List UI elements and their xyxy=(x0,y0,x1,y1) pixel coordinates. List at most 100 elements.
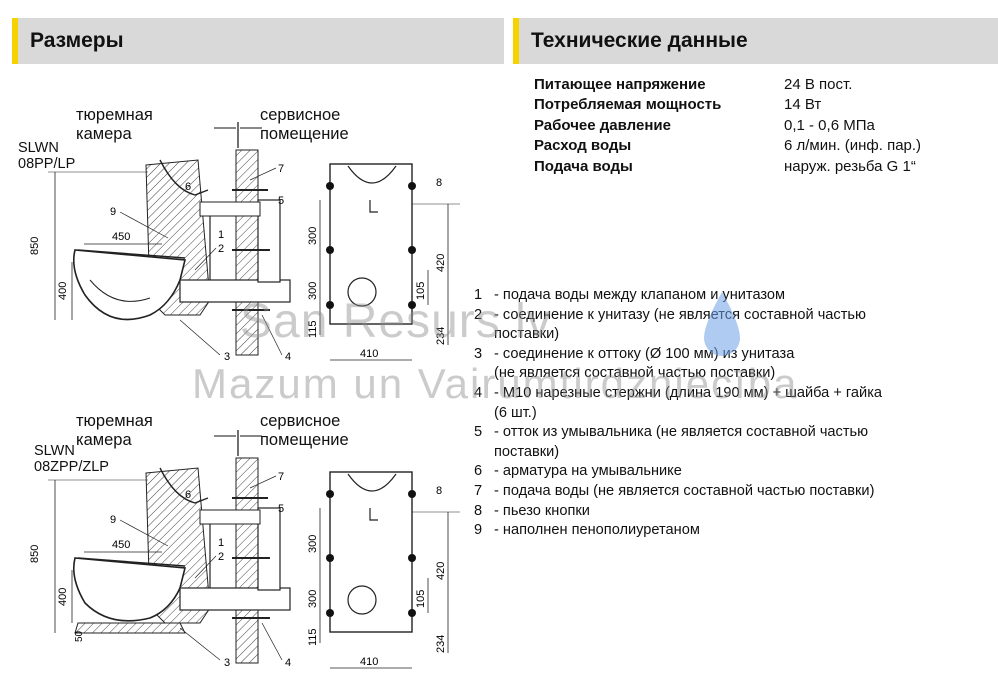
spec-label: Подача воды xyxy=(534,157,633,175)
legend-item: 9 - наполнен пенополиуретаном xyxy=(474,521,882,541)
legend-item: 5 - отток из умывальника (не является сос… xyxy=(474,423,882,462)
spec-value: 0,1 - 0,6 МПа xyxy=(784,116,875,134)
model-label: SLWN 08PP/LP xyxy=(18,140,76,172)
water-drop-icon xyxy=(704,292,740,356)
callout-7: 7 xyxy=(278,163,284,175)
legend-number: 8 xyxy=(474,502,483,519)
callout-6: 6 xyxy=(185,181,191,193)
header-accent-bar xyxy=(513,18,519,64)
technical-data-title: Технические данные xyxy=(531,29,748,52)
legend-number: 1 xyxy=(474,287,483,303)
dim-410: 410 xyxy=(360,656,378,668)
dim-105: 105 xyxy=(415,282,427,300)
callout-4: 4 xyxy=(285,657,291,669)
dim-850: 850 xyxy=(29,237,41,255)
callout-2: 2 xyxy=(218,243,224,255)
spec-label: Потребляемая мощность xyxy=(534,96,722,114)
spec-row: Подача воды наруж. резьба G 1“ xyxy=(534,156,921,177)
dim-420: 420 xyxy=(435,254,447,272)
dim-300-a: 300 xyxy=(307,535,319,553)
callout-9: 9 xyxy=(110,206,116,218)
dim-420: 420 xyxy=(435,562,447,580)
callout-6: 6 xyxy=(185,489,191,501)
callout-1: 1 xyxy=(218,537,224,549)
dim-115: 115 xyxy=(307,320,319,338)
spec-value: наруж. резьба G 1“ xyxy=(784,157,916,175)
callout-4: 4 xyxy=(285,351,291,363)
dim-105: 105 xyxy=(415,590,427,608)
callout-9: 9 xyxy=(110,514,116,526)
legend-item: 6 - арматура на умывальнике xyxy=(474,462,882,482)
dim-450: 450 xyxy=(112,231,130,243)
installation-drawing-side-top: 6 850 400 450 9 1 2 3 4 7 5 xyxy=(29,122,291,363)
spec-row: Рабочее давление 0,1 - 0,6 МПа xyxy=(534,115,921,136)
dim-300-a: 300 xyxy=(307,227,319,245)
callout-2: 2 xyxy=(218,551,224,563)
callout-8: 8 xyxy=(436,485,442,497)
spec-table: Питающее напряжение 24 В пост. Потребляем… xyxy=(534,74,921,177)
legend-item: 7 - подача воды (не является составной ча… xyxy=(474,482,882,502)
callout-5: 5 xyxy=(278,195,284,207)
legend-text: - отток из умывальника (не является сост… xyxy=(494,424,869,460)
legend-item: 8 - пьезо кнопки xyxy=(474,502,882,522)
spec-label: Питающее напряжение xyxy=(534,75,706,93)
legend-text: - наполнен пенополиуретаном xyxy=(494,522,700,539)
dim-300-b: 300 xyxy=(307,282,319,300)
legend-item: 2 - соединение к унитазу (не является сос… xyxy=(474,306,882,345)
spec-label: Рабочее давление xyxy=(534,116,671,134)
installation-drawing-front-bottom: 8 300 300 115 420 105 234 410 xyxy=(307,471,460,669)
legend-number: 2 xyxy=(474,306,483,323)
legend-text: - подача воды (не является составной час… xyxy=(494,482,875,499)
dim-115: 115 xyxy=(307,628,319,646)
legend-item: 3 - соединение к оттоку (Ø 100 мм) из уни… xyxy=(474,345,882,384)
dimensions-title: Размеры xyxy=(30,29,124,52)
callout-8: 8 xyxy=(436,177,442,189)
dim-400: 400 xyxy=(57,282,69,300)
prison-cell-label: тюремная камера xyxy=(76,106,153,143)
legend-number: 9 xyxy=(474,522,483,539)
dim-300-b: 300 xyxy=(307,590,319,608)
dim-410: 410 xyxy=(360,348,378,360)
spec-value: 24 В пост. xyxy=(784,75,853,93)
callout-1: 1 xyxy=(218,229,224,241)
dim-850: 850 xyxy=(29,545,41,563)
legend-text: - подача воды между клапаном и унитазом xyxy=(494,287,786,303)
callout-3: 3 xyxy=(224,351,230,363)
callout-3: 3 xyxy=(224,657,230,669)
legend-text: - арматура на умывальнике xyxy=(494,463,682,480)
dim-400: 400 xyxy=(57,588,69,606)
spec-row: Питающее напряжение 24 В пост. xyxy=(534,74,921,95)
dim-234: 234 xyxy=(435,327,447,345)
legend-text: - соединение к унитазу (не является сост… xyxy=(494,306,866,343)
legend-list: 1 - подача воды между клапаном и унитазом… xyxy=(474,286,882,541)
service-room-label: сервисное помещение xyxy=(260,106,349,143)
legend-text: - пьезо кнопки xyxy=(494,502,590,519)
legend-item: 4 - M10 нарезные стержни (длина 190 мм) +… xyxy=(474,384,882,423)
dimensions-header: Размеры xyxy=(12,18,504,64)
callout-5: 5 xyxy=(278,503,284,515)
model-label: SLWN 08ZPP/ZLP xyxy=(34,443,109,475)
legend-text: - соединение к оттоку (Ø 100 мм) из унит… xyxy=(494,345,795,382)
spec-value: 14 Вт xyxy=(784,96,822,114)
legend-number: 6 xyxy=(474,463,483,480)
header-accent-bar xyxy=(12,18,18,64)
legend-number: 4 xyxy=(474,384,483,401)
installation-drawing-side-bottom: 6 850 400 50 450 9 1 2 3 4 7 5 xyxy=(29,430,291,669)
dim-50: 50 xyxy=(74,630,85,642)
legend-item: 1 - подача воды между клапаном и унитазом xyxy=(474,286,882,306)
spec-row: Расход воды 6 л/мин. (инф. пар.) xyxy=(534,136,921,157)
legend-number: 5 xyxy=(474,424,483,441)
prison-cell-label: тюремная камера xyxy=(76,412,153,449)
spec-value: 6 л/мин. (инф. пар.) xyxy=(784,137,922,155)
dim-450: 450 xyxy=(112,539,130,551)
legend-text: - M10 нарезные стержни (длина 190 мм) + … xyxy=(494,384,883,421)
callout-7: 7 xyxy=(278,471,284,483)
technical-data-header: Технические данные xyxy=(513,18,998,64)
legend-number: 3 xyxy=(474,345,483,362)
service-room-label: сервисное помещение xyxy=(260,412,349,449)
legend-number: 7 xyxy=(474,482,483,499)
installation-drawing-front-top: 8 300 300 115 420 105 234 410 xyxy=(307,163,460,361)
spec-label: Расход воды xyxy=(534,137,632,155)
dim-234: 234 xyxy=(435,635,447,653)
spec-row: Потребляемая мощность 14 Вт xyxy=(534,95,921,116)
